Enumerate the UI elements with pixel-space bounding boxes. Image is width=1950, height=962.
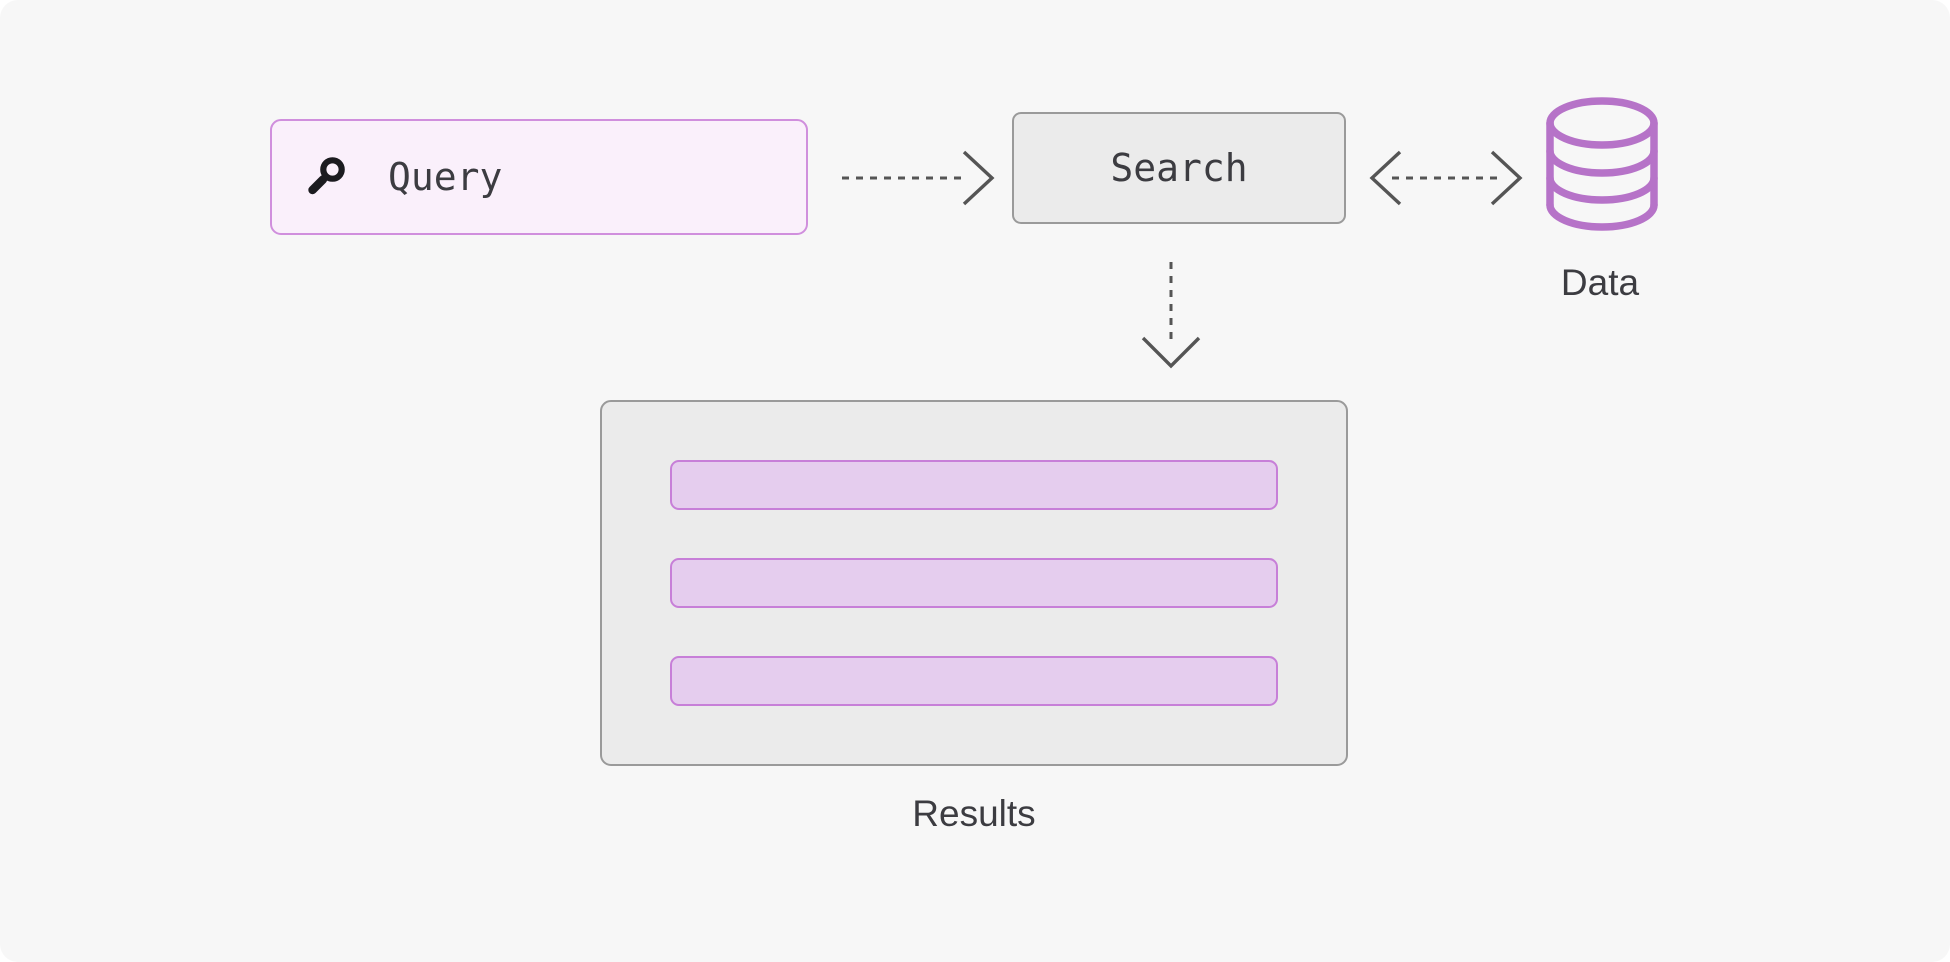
connector-search-to-results-arrow	[1141, 262, 1201, 369]
connector-search-to-data-arrow	[1369, 150, 1523, 206]
result-item[interactable]	[670, 460, 1278, 510]
search-icon	[308, 157, 345, 195]
results-label: Results	[912, 793, 1036, 834]
search-box[interactable]: Search	[1012, 112, 1346, 224]
result-item[interactable]	[670, 558, 1278, 608]
query-box[interactable]: Query	[270, 119, 808, 235]
result-item[interactable]	[670, 656, 1278, 706]
connector-query-to-search-arrow	[842, 150, 995, 206]
results-panel	[600, 400, 1348, 766]
query-label: Query	[388, 155, 503, 199]
database-icon	[1546, 97, 1658, 231]
search-label: Search	[1110, 146, 1248, 190]
data-label: Data	[1560, 262, 1640, 303]
